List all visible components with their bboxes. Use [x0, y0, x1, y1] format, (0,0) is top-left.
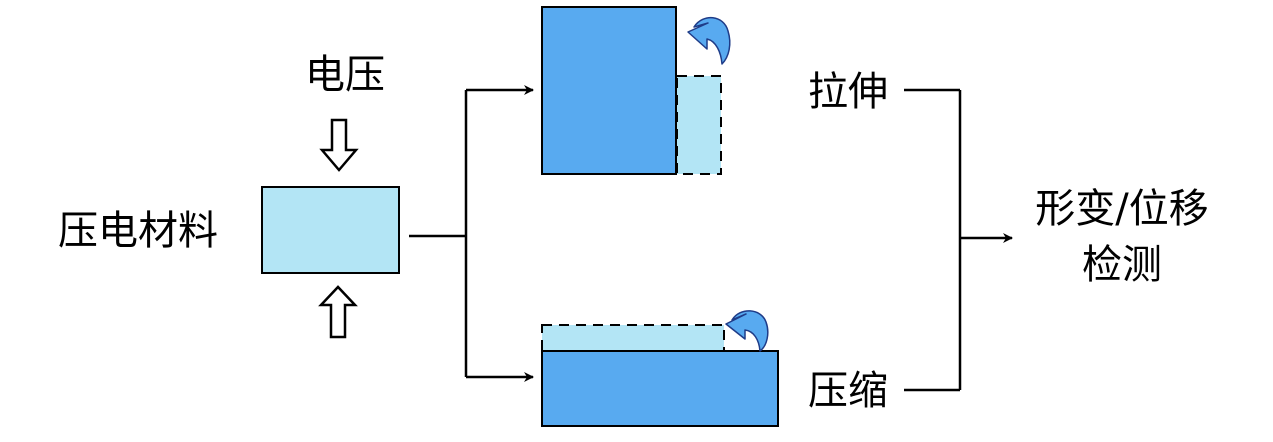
piezo-material-block	[261, 186, 400, 274]
stretched-block	[541, 6, 677, 175]
compress-label: 压缩	[808, 368, 888, 414]
output-label-line1: 形变/位移	[1035, 186, 1208, 232]
branch-connector	[409, 85, 534, 382]
material-label: 压电材料	[58, 208, 218, 254]
compressed-block-extension	[541, 324, 725, 352]
stretch-state	[541, 6, 731, 175]
hollow-up-arrow-icon	[318, 285, 358, 339]
compress-state	[541, 310, 779, 427]
curved-arrow-icon	[687, 17, 731, 65]
curved-arrow-icon	[725, 310, 769, 352]
hollow-down-arrow-icon	[319, 118, 359, 172]
compressed-block	[541, 350, 779, 427]
stretch-label: 拉伸	[808, 69, 888, 115]
output-label-line2: 检测	[1082, 242, 1162, 288]
stretched-block-extension	[676, 75, 722, 175]
merge-connector	[904, 88, 1013, 392]
voltage-label: 电压	[305, 52, 385, 98]
